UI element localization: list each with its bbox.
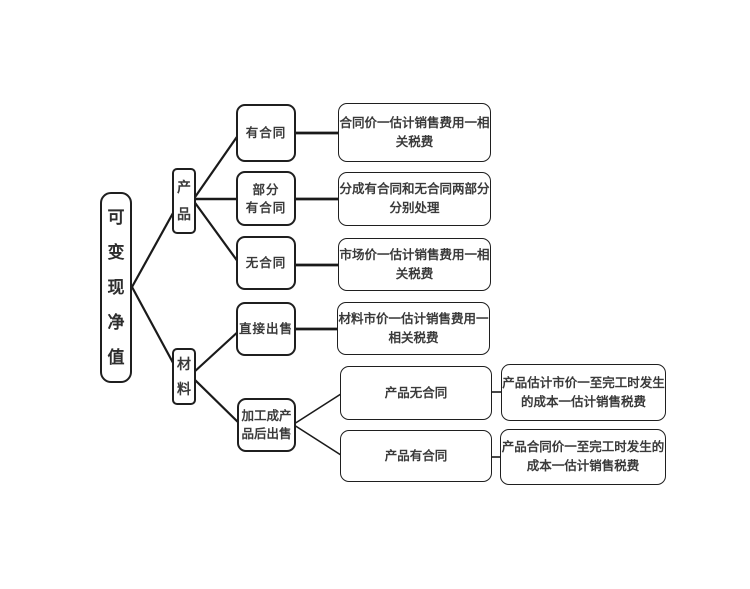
node-direct-sale: 直接出售 [236,302,296,356]
rule-partial-contract: 分成有合同和无合同两部分 分别处理 [338,172,491,226]
formula-contract-price-completion: 产品合同价一至完工时发生的 成本一估计销售税费 [500,429,666,485]
node-no-contract: 无合同 [236,236,296,290]
root-node-net-realizable-value: 可 变 现 净 值 [100,192,132,383]
node-process-then-sale: 加工成产 品后出售 [237,398,296,452]
formula-estimated-market-completion: 产品估计市价一至完工时发生 的成本一估计销售税费 [501,364,666,421]
node-product-has-contract: 产品有合同 [340,430,492,482]
branch-node-material: 材 料 [172,348,196,405]
branch-node-product: 产 品 [172,168,196,234]
node-product-no-contract: 产品无合同 [340,366,492,420]
formula-market-price: 市场价一估计销售费用一相 关税费 [338,238,491,291]
node-has-contract: 有合同 [236,104,296,162]
formula-material-price: 材料市价一估计销售费用一 相关税费 [337,302,490,355]
formula-contract-price: 合同价一估计销售费用一相 关税费 [338,103,491,162]
node-partial-contract: 部分 有合同 [236,171,296,226]
